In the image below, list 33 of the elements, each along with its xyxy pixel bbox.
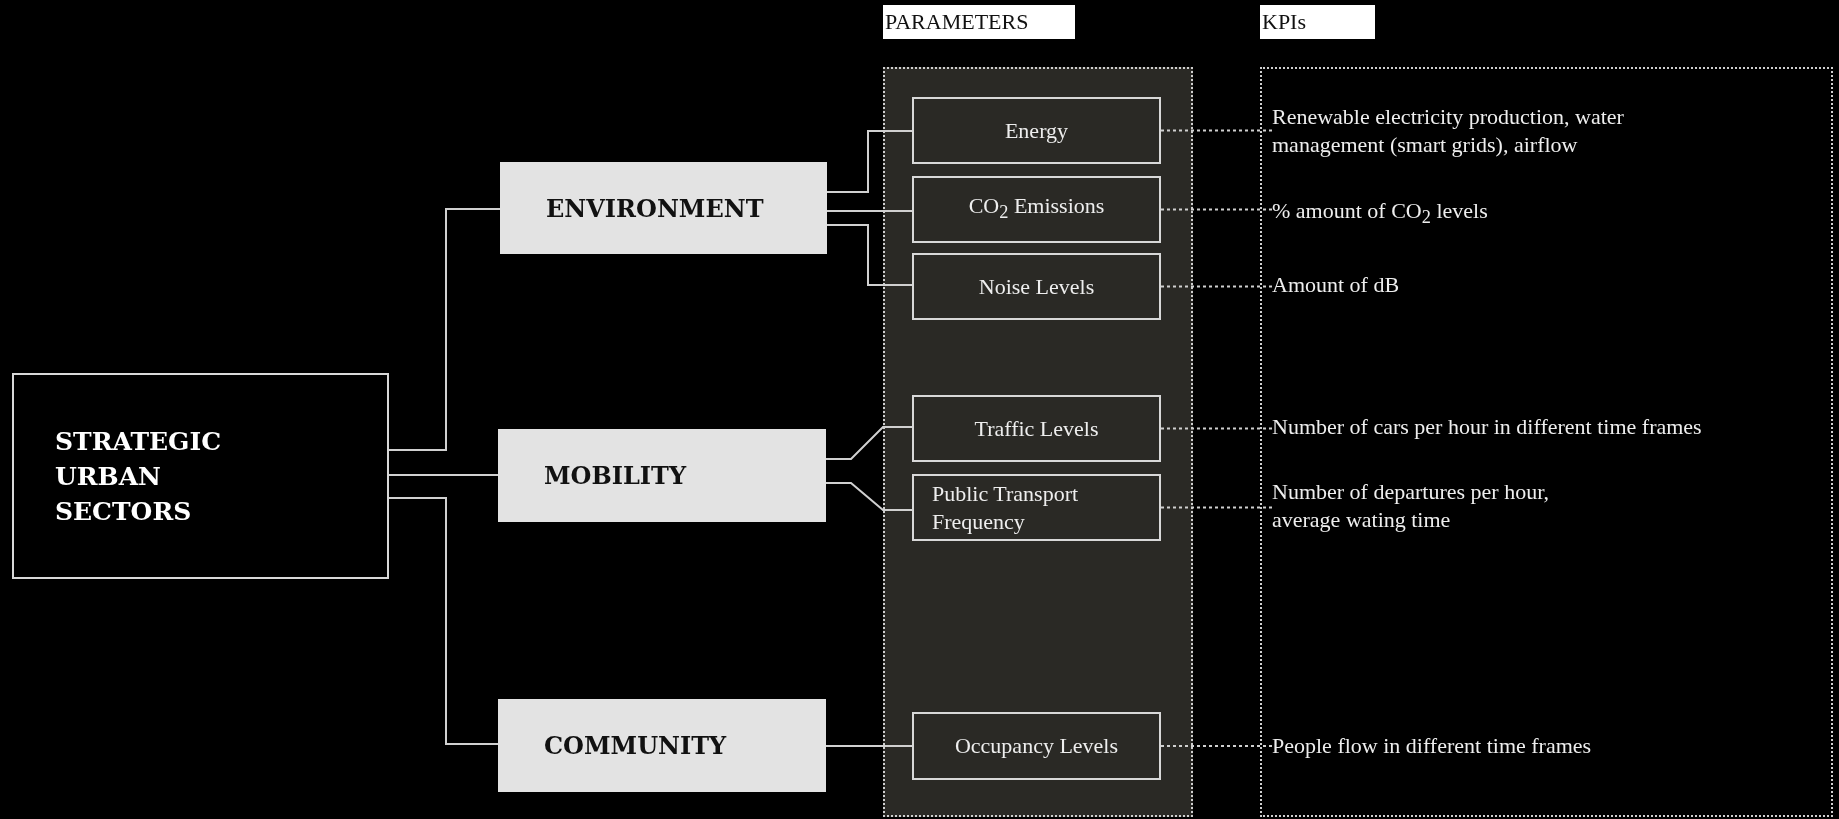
- parameter-box: Occupancy Levels: [912, 712, 1161, 780]
- connector-line: [388, 208, 501, 451]
- connector-line: [388, 497, 499, 745]
- dotted-connector: [1160, 285, 1273, 288]
- kpi-text: % amount of CO$_{2}$ levels: [1272, 197, 1752, 225]
- parameter-box: CO$_{2}$ Emissions: [912, 176, 1161, 243]
- kpi-text: Number of cars per hour in different time frames: [1272, 413, 1828, 441]
- sector-box: MOBILITY: [498, 429, 826, 522]
- connector-line: [826, 210, 913, 212]
- column-heading: KPIs: [1260, 5, 1375, 39]
- dotted-connector: [1160, 745, 1273, 747]
- parameter-box: Noise Levels: [912, 253, 1161, 320]
- connector-line: [825, 426, 913, 460]
- parameter-box: Energy: [912, 97, 1161, 164]
- connector-line: [825, 745, 913, 747]
- sector-box: COMMUNITY: [498, 699, 826, 792]
- kpi-text: Number of departures per hour, average wating time: [1272, 478, 1752, 534]
- sector-root-box: STRATEGIC URBAN SECTORS: [12, 373, 389, 579]
- kpi-text: People flow in different time frames: [1272, 732, 1752, 760]
- connector-line: [826, 224, 913, 286]
- dotted-connector: [1160, 129, 1273, 132]
- kpi-text: Renewable electricity production, water management (smart grids), airflow: [1272, 103, 1752, 159]
- kpi-text: Amount of dB: [1272, 271, 1752, 299]
- column-heading: PARAMETERS: [883, 5, 1075, 39]
- sector-box: ENVIRONMENT: [500, 162, 827, 254]
- connector-line: [825, 482, 913, 511]
- parameter-box: Public Transport Frequency: [912, 474, 1161, 541]
- dotted-connector: [1160, 208, 1273, 211]
- dotted-connector: [1160, 427, 1273, 430]
- connector-line: [826, 130, 913, 193]
- dotted-connector: [1160, 506, 1273, 509]
- connector-line: [388, 474, 499, 476]
- parameter-box: Traffic Levels: [912, 395, 1161, 462]
